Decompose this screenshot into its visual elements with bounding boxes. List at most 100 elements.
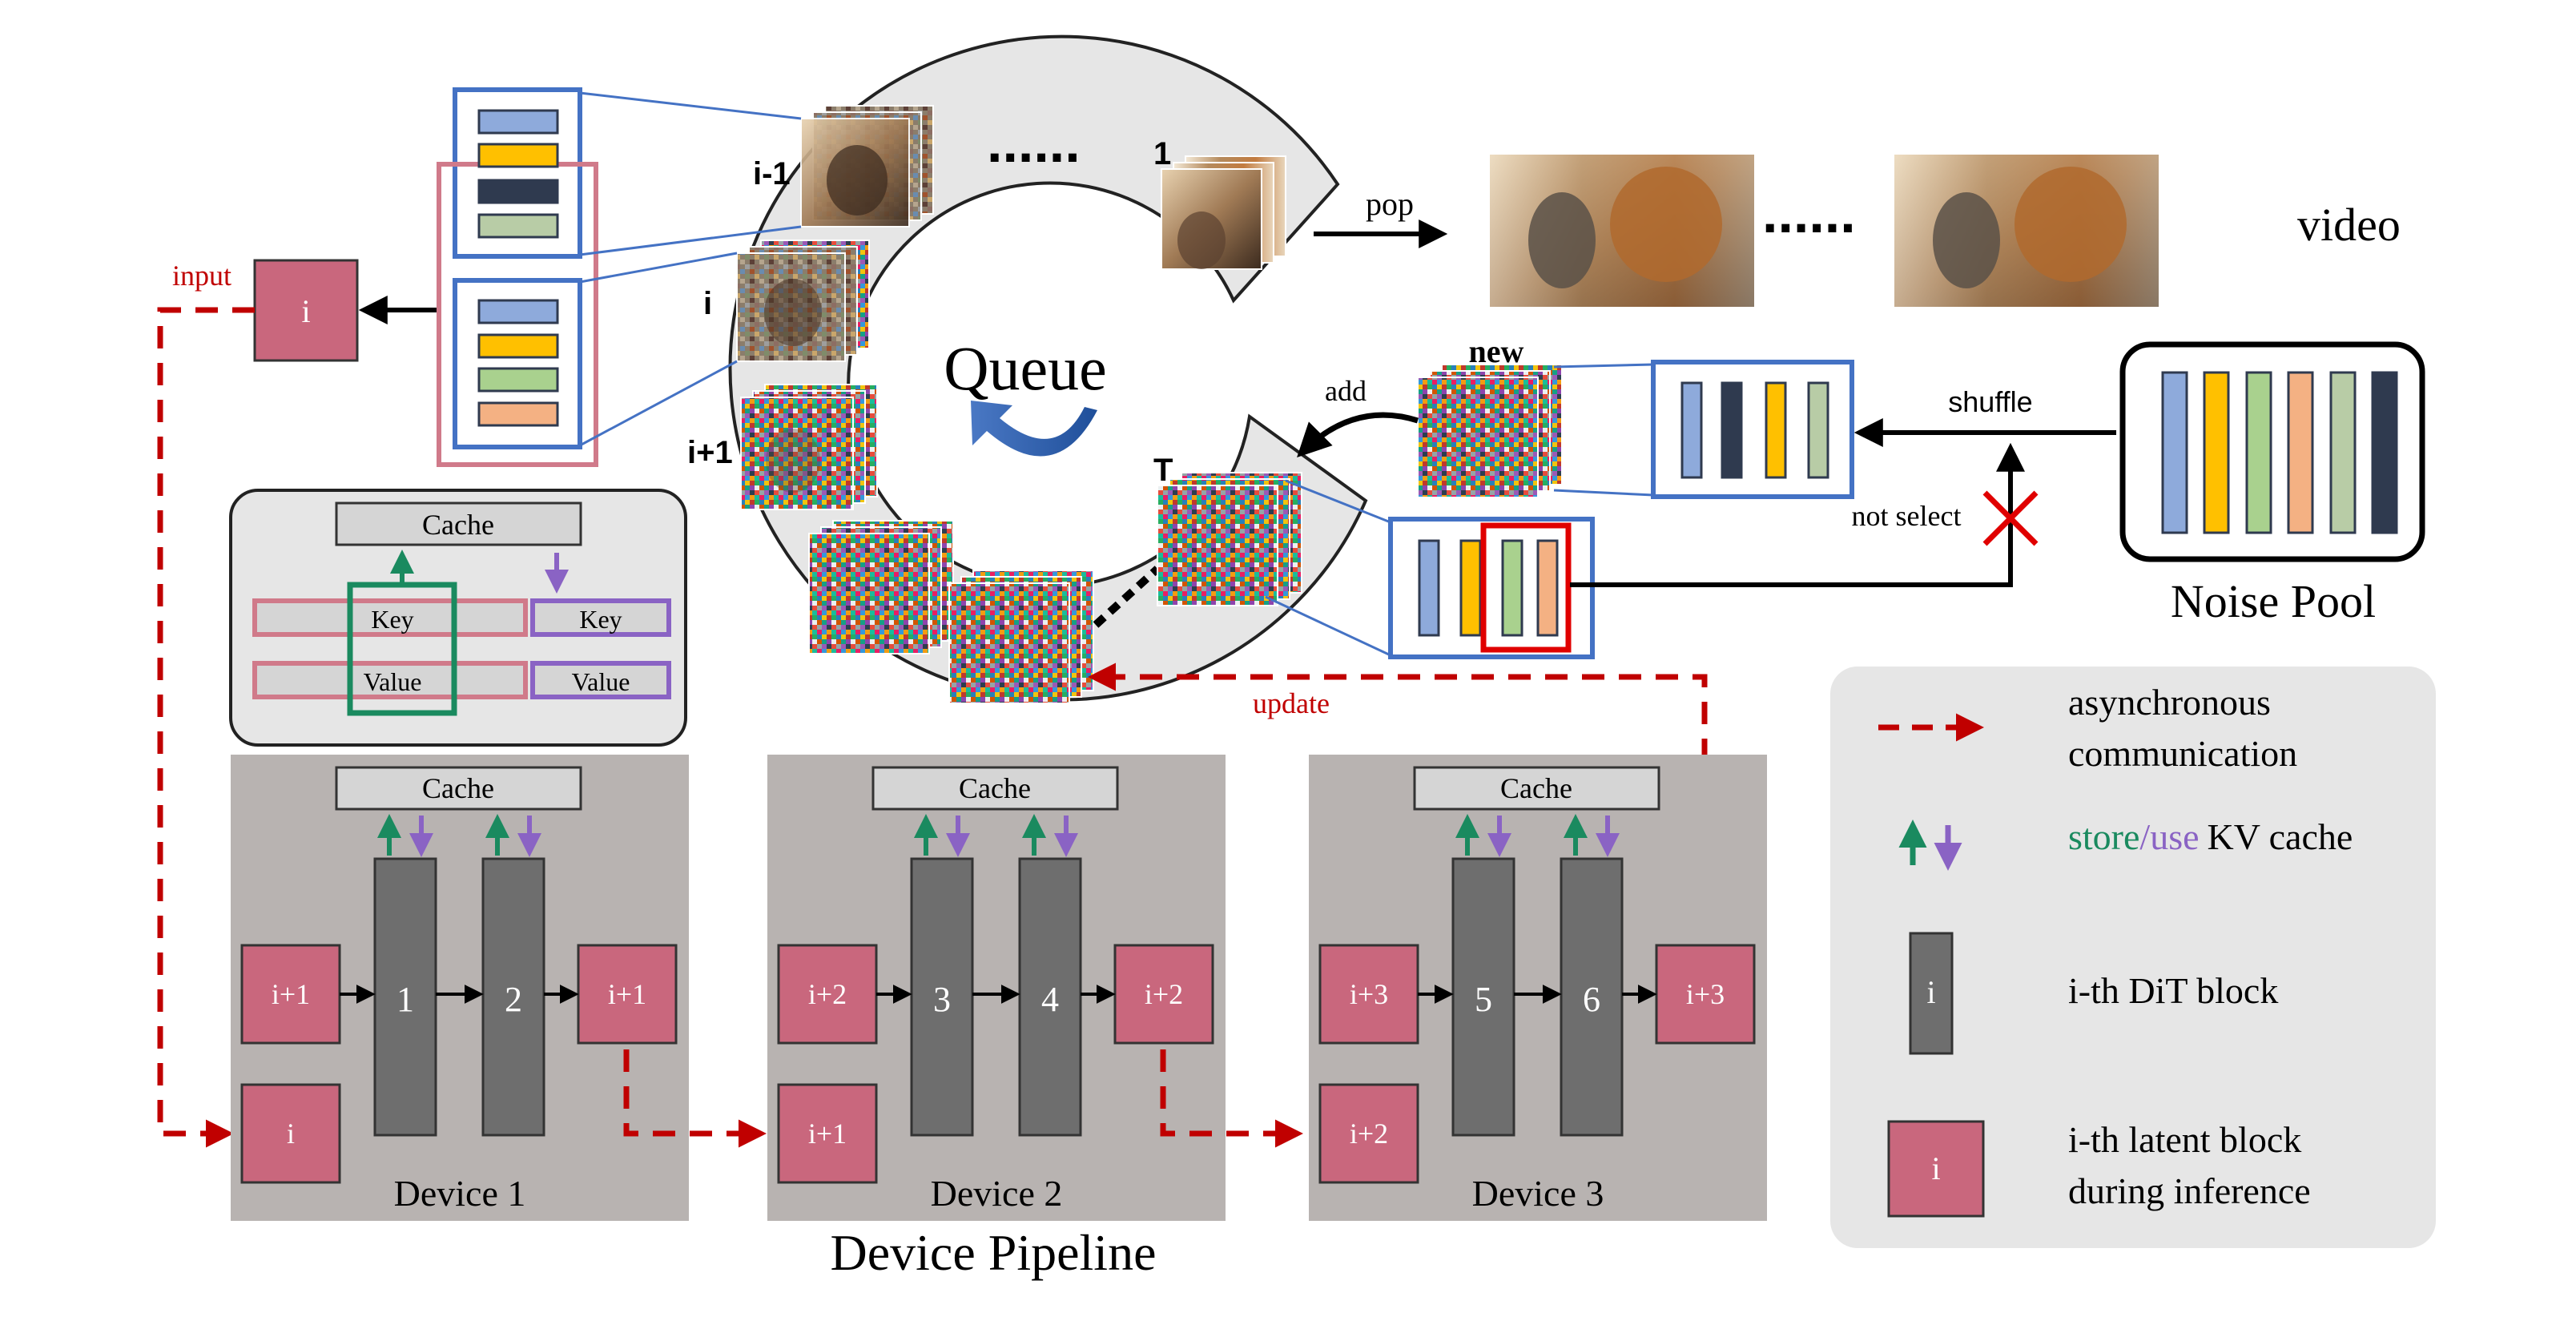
legend-async-line2: communication xyxy=(2068,733,2297,774)
video-frame-first xyxy=(1490,155,1754,307)
device-cache-box xyxy=(1413,766,1660,811)
kv-cache-label: Cache xyxy=(422,509,494,541)
new-noise-set xyxy=(1651,360,1854,499)
input-async-arrow xyxy=(157,307,255,1148)
legend-async-line1: asynchronous xyxy=(2068,682,2271,723)
frame-stack-i xyxy=(736,240,870,362)
noise-pool xyxy=(2119,341,2425,562)
legend-latent-line2: during inference xyxy=(2068,1170,2311,1211)
not-select-path xyxy=(1570,442,2025,587)
label-T: T xyxy=(1153,453,1173,488)
dit-block xyxy=(910,857,974,1137)
device-name: Device 3 xyxy=(1472,1173,1604,1214)
noise-pool-label: Noise Pool xyxy=(2171,575,2376,627)
dit-block-label: 1 xyxy=(396,980,414,1019)
not-select-label: not select xyxy=(1852,500,1962,532)
kv-connector-lines xyxy=(579,91,802,447)
latent-out-label: i+2 xyxy=(1145,978,1183,1010)
frame-stack-1 xyxy=(1161,155,1286,270)
device-cache-label: Cache xyxy=(959,772,1031,804)
device-cache-box xyxy=(871,766,1119,811)
label-1: 1 xyxy=(1153,136,1171,171)
frame-stack-im1 xyxy=(800,105,934,228)
reject-cross-icon xyxy=(1982,490,2039,546)
dit-block xyxy=(481,857,545,1137)
dit-block-label: 6 xyxy=(1583,980,1600,1019)
legend-store-word: store xyxy=(2068,816,2139,857)
async-arrow-d1-d2 xyxy=(623,1049,767,1148)
kv-detail-box xyxy=(229,489,687,747)
pipeline-title: Device Pipeline xyxy=(831,1224,1157,1281)
latent-in-top xyxy=(1318,944,1419,1045)
update-label: update xyxy=(1253,687,1330,719)
kv-key-label: Key xyxy=(371,605,413,634)
latent-in-bottom xyxy=(240,1083,341,1184)
frame-stack-bottom-left xyxy=(808,520,954,654)
frame-stack-T xyxy=(1157,472,1302,606)
legend-dit-text: i-th DiT block xyxy=(2068,970,2278,1011)
legend-slash: / xyxy=(2139,816,2150,857)
latent-out-label: i+3 xyxy=(1686,978,1725,1010)
device-name: Device 1 xyxy=(394,1173,526,1214)
device-cache-label: Cache xyxy=(422,772,494,804)
latent-in-bottom xyxy=(777,1083,878,1184)
latent-out-label: i+1 xyxy=(608,978,646,1010)
video-dots: ...... xyxy=(1762,182,1856,244)
queue-title: Queue xyxy=(944,333,1107,403)
latent-in-top-label: i+1 xyxy=(272,978,310,1010)
legend-latent-icon-label: i xyxy=(1931,1150,1940,1186)
frame-stack-ip1 xyxy=(740,384,878,510)
video-frame-last xyxy=(1894,155,2159,307)
device-name: Device 2 xyxy=(931,1173,1063,1214)
device-cache-box xyxy=(335,766,582,811)
kv-stacks xyxy=(437,87,598,467)
new-noise-stack xyxy=(1417,364,1563,498)
latent-out xyxy=(1655,944,1756,1045)
latent-i-label: i xyxy=(301,293,310,329)
dit-block-label: 4 xyxy=(1041,980,1059,1019)
kv-value-label-right: Value xyxy=(572,667,630,696)
input-label: input xyxy=(172,260,231,292)
add-label: add xyxy=(1325,375,1366,407)
shuffle-label: shuffle xyxy=(1948,385,2032,418)
video-label: video xyxy=(2297,199,2401,251)
legend-panel xyxy=(1830,667,2436,1248)
new-noise-connectors xyxy=(1553,363,1654,497)
queue-cycle-icon xyxy=(971,401,1097,457)
latent-out xyxy=(1113,944,1214,1045)
label-ip1: i+1 xyxy=(687,435,733,470)
dit-block-label: 2 xyxy=(505,980,522,1019)
dit-block xyxy=(1451,857,1515,1137)
current-noise-connectors xyxy=(1265,479,1391,657)
latent-i-box xyxy=(253,259,359,362)
queue-dots-bottom xyxy=(1093,566,1161,628)
latent-in-bottom xyxy=(1318,1083,1419,1184)
latent-in-top-label: i+3 xyxy=(1350,978,1388,1010)
legend-kv-word: KV cache xyxy=(2208,816,2353,857)
latent-in-bottom-label: i xyxy=(287,1118,295,1150)
kv-value-label: Value xyxy=(364,667,422,696)
legend-use-word: use xyxy=(2150,816,2199,857)
latent-in-bottom-label: i+2 xyxy=(1350,1118,1388,1150)
legend-dit-icon-label: i xyxy=(1926,974,1935,1010)
current-noise-set xyxy=(1388,517,1595,659)
kv-key-label-right: Key xyxy=(579,605,622,634)
dit-block-label: 3 xyxy=(933,980,951,1019)
queue-dots-top: ...... xyxy=(987,111,1081,174)
dit-block-label: 5 xyxy=(1475,980,1492,1019)
latent-in-top-label: i+2 xyxy=(808,978,847,1010)
pop-label: pop xyxy=(1366,186,1414,222)
add-arrow xyxy=(1297,412,1419,457)
label-i: i xyxy=(703,286,712,321)
frame-stack-bottom-right xyxy=(948,570,1094,704)
async-arrow-d2-d3 xyxy=(1160,1049,1303,1148)
new-label: new xyxy=(1469,333,1524,369)
legend-latent-block-icon xyxy=(1887,1120,1985,1218)
label-im1: i-1 xyxy=(753,156,791,191)
dit-block xyxy=(373,857,437,1137)
